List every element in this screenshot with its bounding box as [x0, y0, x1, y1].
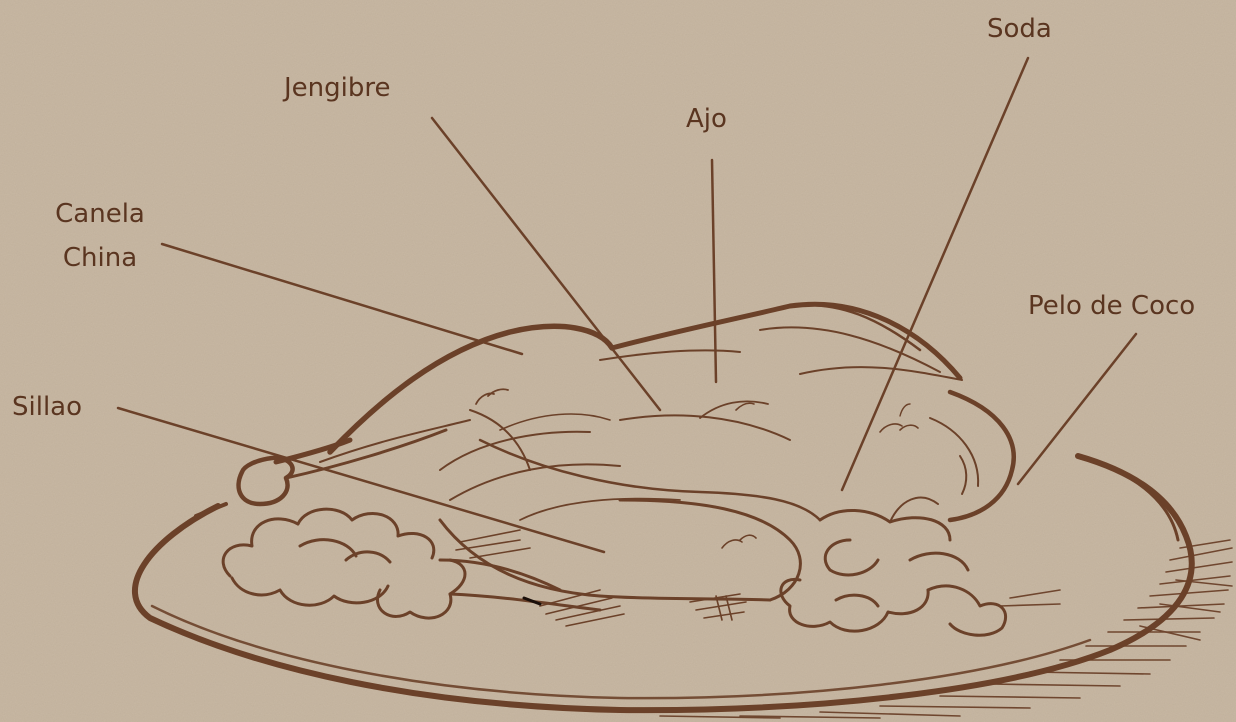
- label-jengibre: Jengibre: [284, 71, 391, 105]
- label-sillao: Sillao: [12, 390, 82, 424]
- label-canela-line1: Canela: [34, 192, 166, 236]
- label-canela-line2: China: [34, 236, 166, 280]
- label-canela-china: Canela China: [34, 192, 166, 280]
- label-soda: Soda: [987, 12, 1052, 46]
- label-pelo-de-coco: Pelo de Coco: [1028, 289, 1195, 323]
- label-ajo: Ajo: [686, 102, 727, 136]
